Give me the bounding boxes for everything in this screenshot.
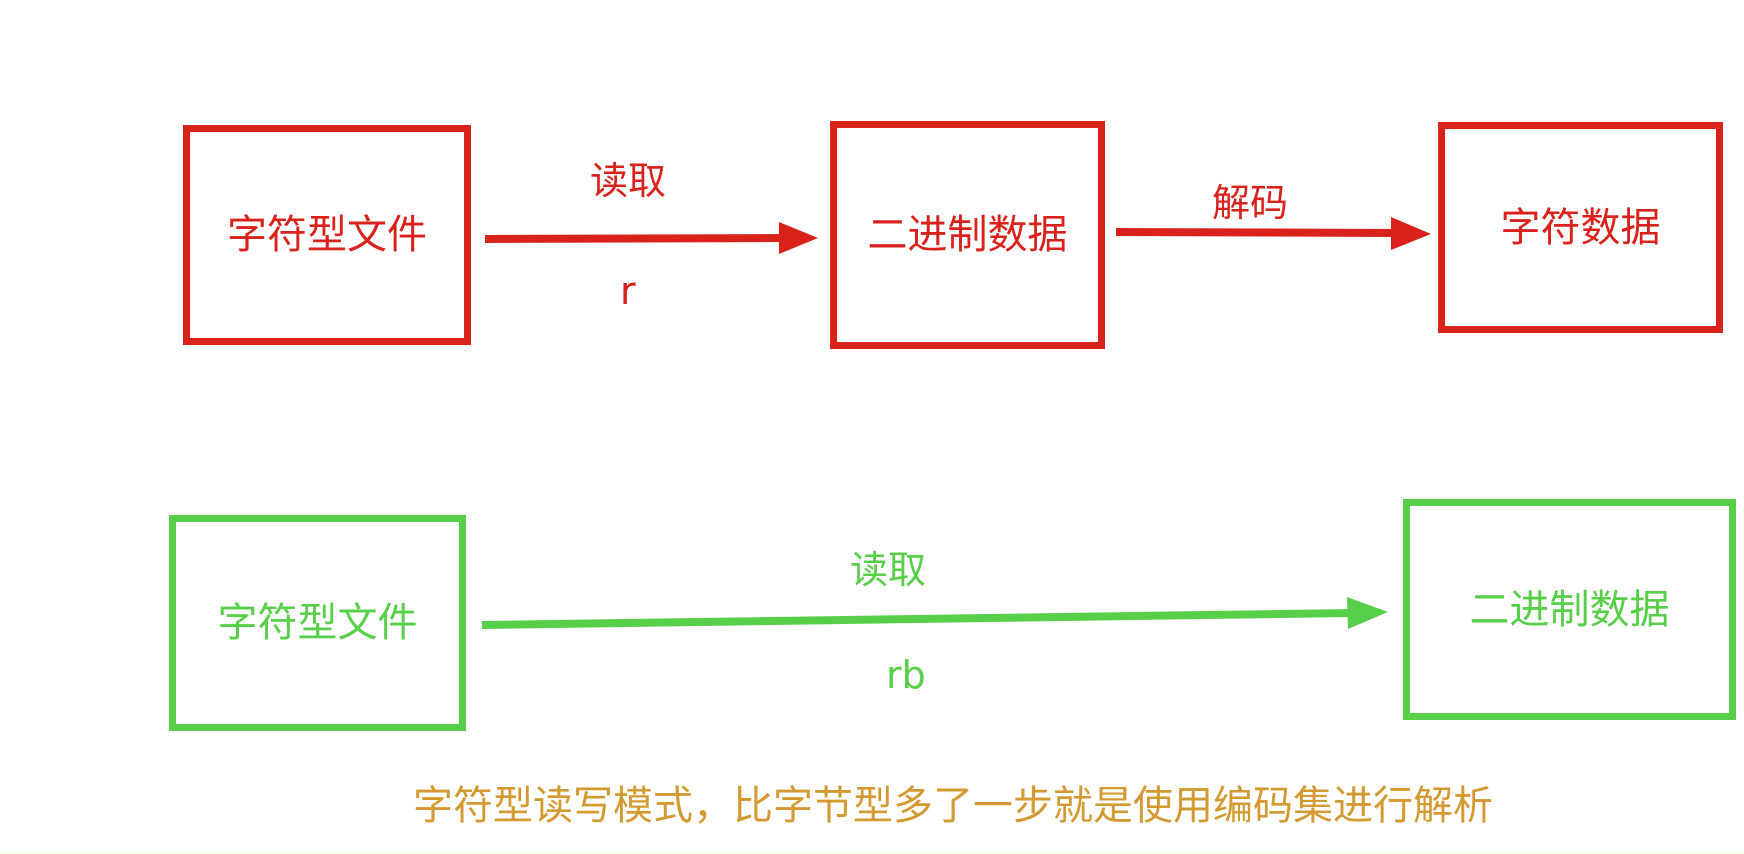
box-char-file-green: 字符型文件	[169, 515, 466, 731]
bottom-strip	[0, 851, 1744, 854]
box-binary-data-red-label: 二进制数据	[867, 212, 1068, 258]
arrow-decode	[1115, 217, 1431, 250]
box-binary-data-red: 二进制数据	[830, 121, 1105, 349]
mode-label-rb: rb	[886, 653, 926, 697]
box-char-file-green-label: 字符型文件	[217, 600, 418, 646]
decode-label: 解码	[1212, 181, 1289, 225]
box-char-data-red-label: 字符数据	[1500, 204, 1661, 251]
box-char-data-red: 字符数据	[1438, 122, 1723, 333]
read-label-red: 读取	[590, 159, 667, 203]
arrow-read-rb	[481, 597, 1388, 629]
caption: 字符型读写模式，比字节型多了一步就是使用编码集进行解析	[413, 783, 1493, 829]
arrow-read-r	[484, 222, 818, 254]
read-label-green: 读取	[850, 548, 927, 592]
box-char-file-red: 字符型文件	[183, 125, 471, 345]
box-binary-data-green-label: 二进制数据	[1469, 586, 1670, 633]
box-char-file-red-label: 字符型文件	[227, 212, 427, 258]
mode-label-r: r	[620, 269, 636, 313]
box-binary-data-green: 二进制数据	[1403, 499, 1736, 720]
